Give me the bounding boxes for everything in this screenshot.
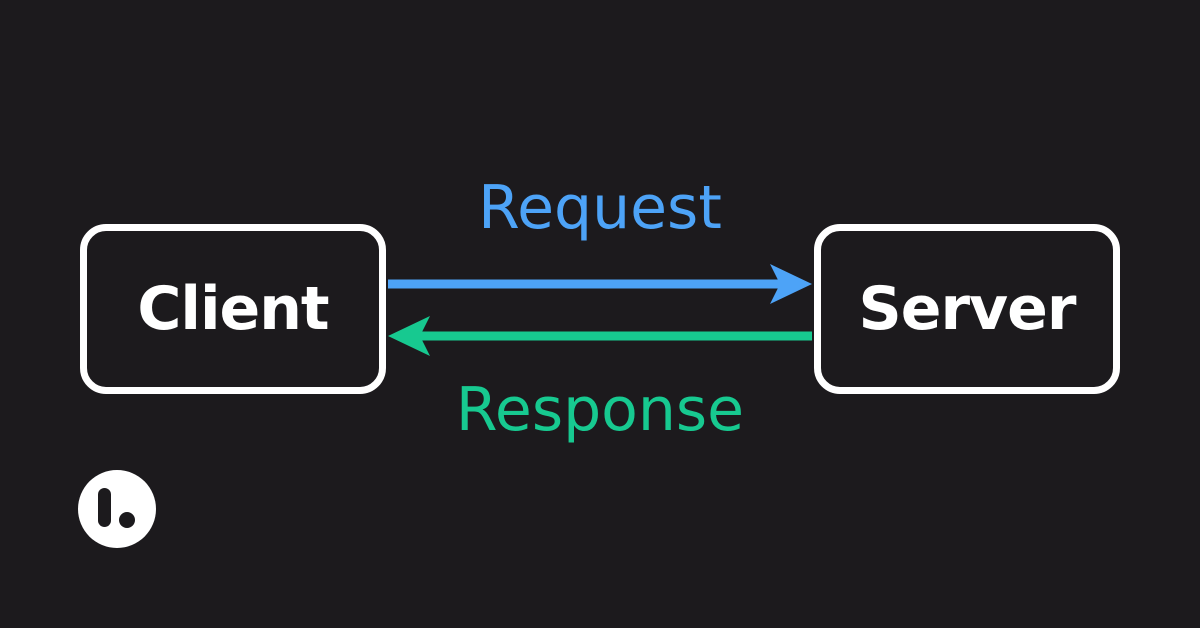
- response-label: Response: [455, 375, 745, 445]
- request-arrowhead: [770, 264, 812, 304]
- server-label: Server: [858, 274, 1077, 344]
- response-arrow: [388, 316, 812, 356]
- client-label: Client: [137, 274, 329, 344]
- response-arrowhead: [388, 316, 430, 356]
- brand-logo-icon: [78, 470, 156, 548]
- server-node: Server: [814, 224, 1120, 394]
- client-node: Client: [80, 224, 386, 394]
- request-label: Request: [478, 173, 722, 243]
- request-arrow: [388, 264, 812, 304]
